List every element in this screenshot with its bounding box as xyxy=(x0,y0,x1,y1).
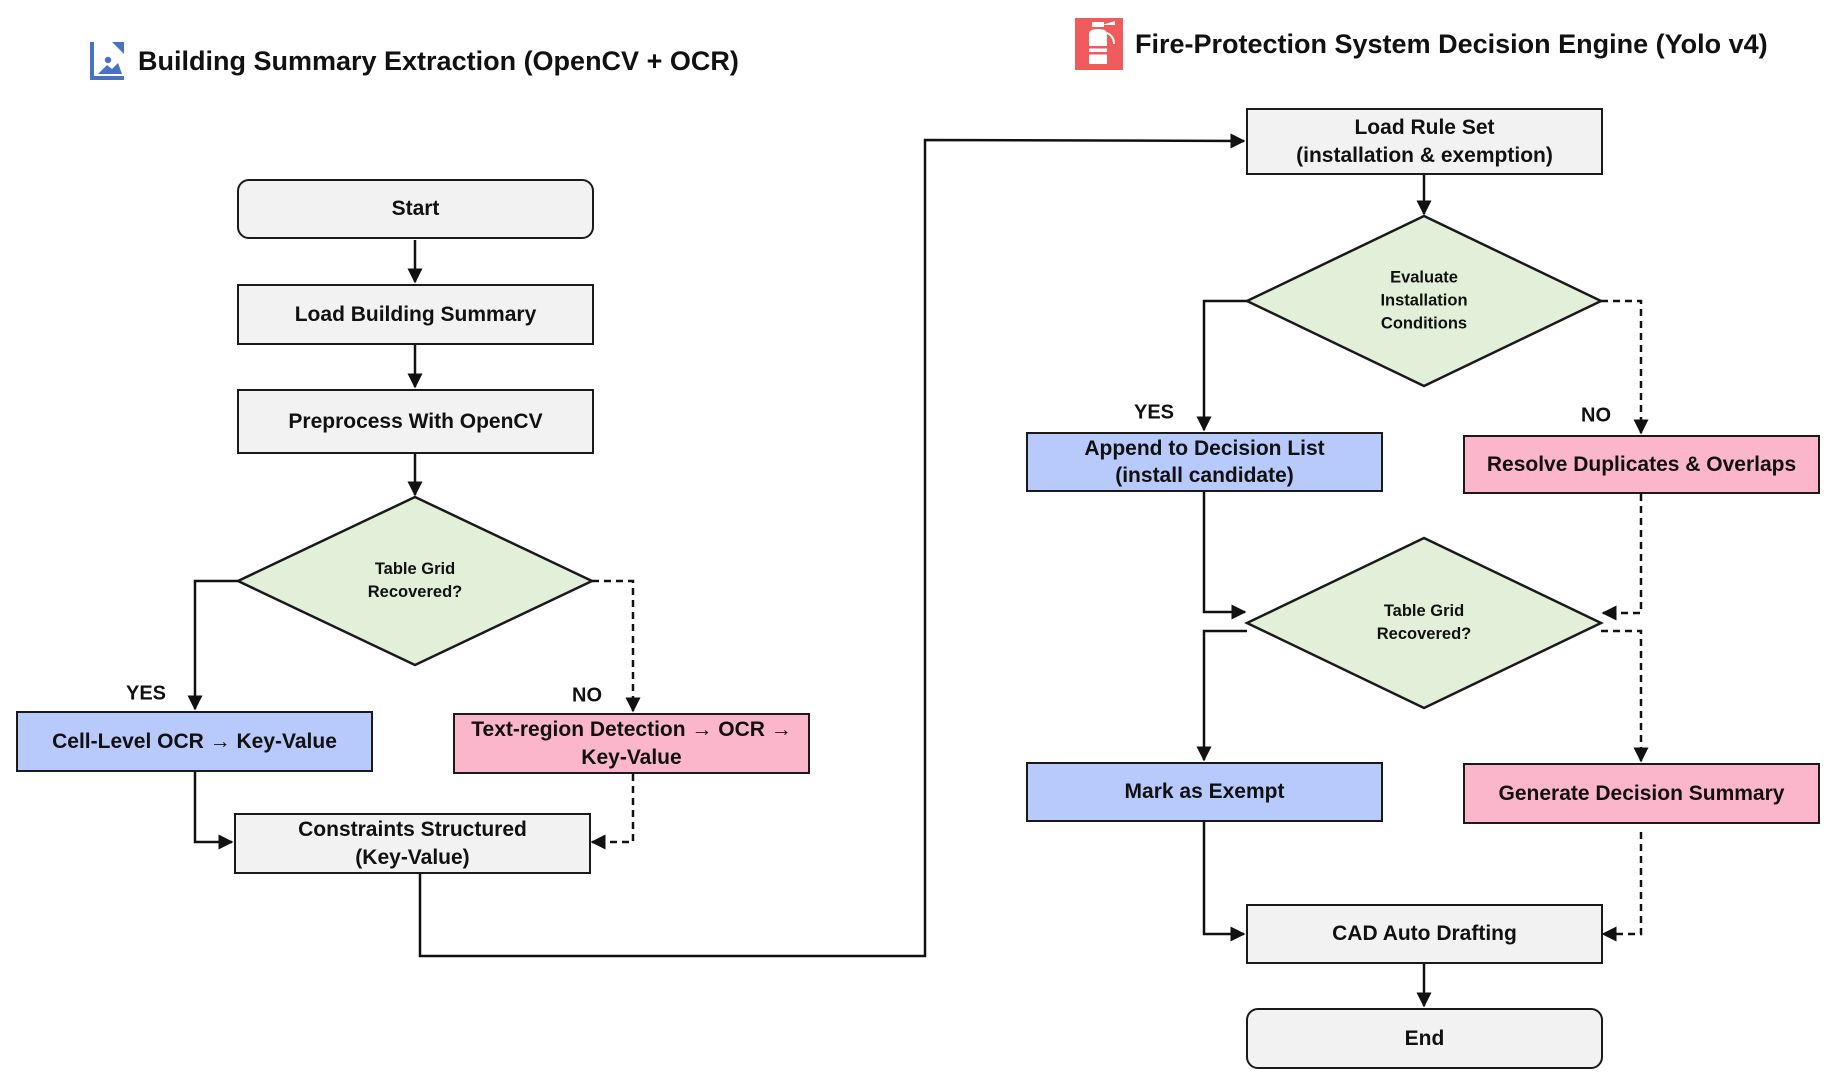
edge-append-decision2 xyxy=(1202,480,1247,620)
append-decision-list-node: Append to Decision List (install candida… xyxy=(1026,432,1383,492)
right-decision-diamond xyxy=(1244,536,1604,710)
right-title: Fire-Protection System Decision Engine (… xyxy=(1075,18,1768,70)
right-yes-label: YES xyxy=(1133,401,1175,424)
edge-resolve-decision2 xyxy=(1601,494,1643,621)
edge-generate-cad xyxy=(1601,832,1643,942)
evaluate-decision-diamond xyxy=(1244,214,1604,388)
edge-evaluate-no xyxy=(1601,299,1649,435)
right-no-label: NO xyxy=(1581,404,1611,427)
end-node: End xyxy=(1246,1008,1603,1069)
right-title-text: Fire-Protection System Decision Engine (… xyxy=(1135,28,1768,59)
mark-as-exempt-node: Mark as Exempt xyxy=(1026,762,1383,822)
edge-exempt-cad xyxy=(1202,822,1246,942)
edge-decision-yes xyxy=(187,579,238,711)
load-rule-set-node: Load Rule Set (installation & exemption) xyxy=(1246,108,1603,175)
edge-textregion-constraints xyxy=(590,774,635,850)
right-decision-label: Table Grid Recovered? xyxy=(1376,601,1472,643)
edge-decision-no xyxy=(592,579,641,713)
edge-evaluate-yes xyxy=(1196,299,1247,432)
load-building-summary-node: Load Building Summary xyxy=(237,284,594,345)
preprocess-opencv-node: Preprocess With OpenCV xyxy=(237,389,594,454)
left-yes-label: YES xyxy=(125,682,167,705)
evaluate-installation-label: Evaluate Installation Conditions xyxy=(1380,268,1468,333)
left-title-text: Building Summary Extraction (OpenCV + OC… xyxy=(138,45,739,76)
left-title: Building Summary Extraction (OpenCV + OC… xyxy=(88,40,739,82)
constraints-structured-node: Constraints Structured (Key-Value) xyxy=(234,813,591,874)
edge-constraints-ruleset xyxy=(418,133,1246,958)
text-region-detection-node: Text-region Detection → OCR → Key-Value xyxy=(453,713,810,774)
start-node: Start xyxy=(237,179,594,239)
resolve-duplicates-node: Resolve Duplicates & Overlaps xyxy=(1463,435,1820,494)
generate-decision-summary-node: Generate Decision Summary xyxy=(1463,763,1820,824)
edge-cellocr-constraints xyxy=(193,772,234,850)
cell-level-ocr-node: Cell-Level OCR → Key-Value xyxy=(16,711,373,772)
left-no-label: NO xyxy=(572,684,602,707)
image-document-icon xyxy=(88,40,126,82)
left-decision-label: Table Grid Recovered? xyxy=(367,559,463,601)
edge-decision2-exempt xyxy=(1196,629,1247,762)
edge-decision2-generate xyxy=(1601,629,1649,763)
cad-auto-drafting-node: CAD Auto Drafting xyxy=(1246,904,1603,964)
fire-extinguisher-icon xyxy=(1075,18,1123,70)
left-decision-diamond xyxy=(235,495,595,667)
